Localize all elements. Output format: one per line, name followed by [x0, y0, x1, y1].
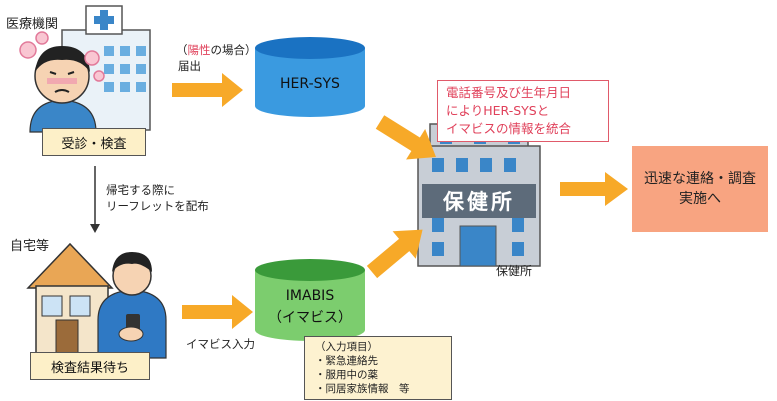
- exam-box: 受診・検査: [42, 128, 146, 156]
- arrow-down-icon: [90, 166, 100, 233]
- imabis-input-label: イマビス入力: [186, 337, 255, 351]
- sick-patient-icon: [19, 31, 105, 133]
- arrow-imabis-to-center: [366, 229, 423, 279]
- imabis-label: IMABIS: [286, 288, 335, 304]
- integration-note-box: 電話番号及び生年月日 によりHER-SYSと イマビスの情報を統合: [437, 80, 609, 142]
- flow-arrows: [172, 73, 628, 329]
- positive-prefix: （: [176, 43, 188, 57]
- arrow-center-to-result: [560, 172, 628, 206]
- result-line1: 迅速な連絡・調査: [644, 171, 756, 187]
- positive-suffix: の場合）: [210, 43, 257, 57]
- result-box: 迅速な連絡・調査 実施へ: [632, 146, 768, 232]
- health-center-sign: 保健所: [443, 190, 515, 214]
- arrow-hospital-to-hersys: [172, 73, 243, 107]
- integration-line2: によりHER-SYSと: [446, 103, 550, 118]
- arrow-hersys-to-center: [375, 115, 436, 160]
- home-label: 自宅等: [10, 239, 50, 254]
- positive-word: 陽性: [187, 43, 211, 57]
- input-items-header: （入力項目）: [315, 341, 378, 353]
- waiting-box: 検査結果待ち: [30, 352, 150, 380]
- report-label: 届出: [178, 59, 201, 73]
- input-item: ・同居家族情報 等: [315, 383, 410, 395]
- health-center-caption: 保健所: [496, 264, 533, 278]
- return-note-line1: 帰宅する際に: [106, 183, 175, 197]
- result-line2: 実施へ: [679, 191, 721, 207]
- integration-line3: イマビスの情報を統合: [446, 121, 572, 136]
- arrow-imabis-input: [182, 295, 253, 329]
- input-item: ・服用中の薬: [315, 369, 378, 381]
- input-items-box: （入力項目） ・緊急連絡先 ・服用中の薬 ・同居家族情報 等: [304, 336, 452, 400]
- house-icon: [26, 242, 114, 357]
- hersys-label: HER-SYS: [280, 76, 340, 92]
- positive-case-note: （陽性の場合）: [176, 42, 257, 58]
- imabis-sub-label: （イマビス）: [268, 310, 352, 326]
- person-with-phone-icon: [97, 252, 167, 359]
- imabis-database: IMABIS （イマビス）: [255, 259, 365, 341]
- integration-line1: 電話番号及び生年月日: [446, 85, 572, 100]
- return-note-line2: リーフレットを配布: [106, 199, 209, 213]
- medical-institution-label: 医療機関: [6, 17, 59, 32]
- input-item: ・緊急連絡先: [315, 355, 378, 367]
- hersys-database: HER-SYS: [255, 37, 365, 117]
